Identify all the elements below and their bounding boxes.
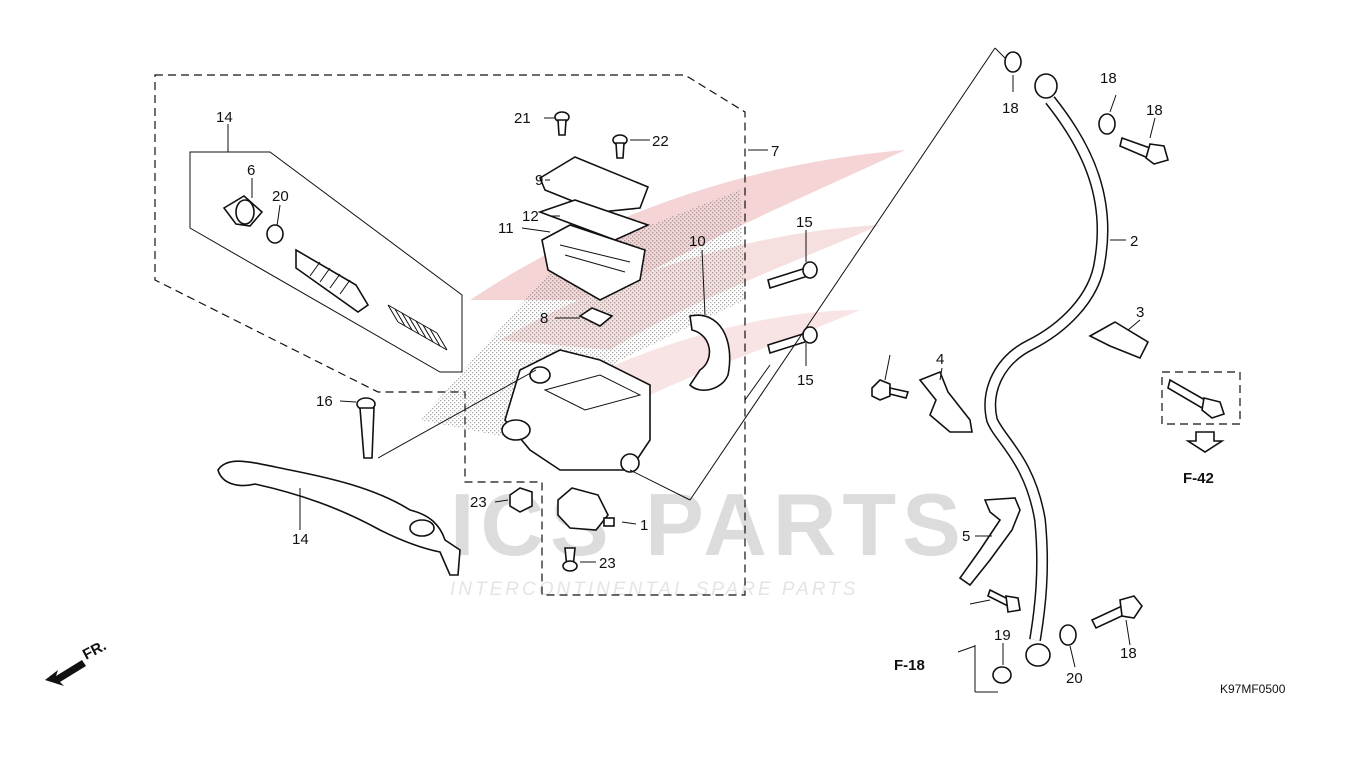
lever-nut-part (509, 487, 533, 513)
piston-boot-part (222, 195, 264, 227)
hose-guide-part (918, 370, 973, 433)
callout-18-lower-left: 19 (994, 627, 1011, 644)
callout-15-upper: 15 (796, 214, 813, 231)
callout-1: 1 (640, 517, 648, 534)
callout-17-upper: 18 (1146, 102, 1163, 119)
holder-bolt-upper-part (767, 261, 818, 290)
oil-bolt-lower-part (1090, 595, 1143, 630)
switch-screw-part (562, 547, 578, 572)
holder-bolt-lower-part (767, 326, 818, 355)
hose-stay-part (958, 497, 1021, 587)
callout-13: 14 (216, 109, 233, 126)
sealing-washer-upper-left (1004, 51, 1022, 73)
brake-hose-part (984, 73, 1109, 667)
callout-21: 23 (599, 555, 616, 572)
leader-lines (227, 47, 1156, 693)
watermark-tagline: INTERCONTINENTAL SPARE PARTS (450, 579, 858, 600)
callout-18-upper-left: 18 (1002, 100, 1019, 117)
callout-14: 14 (292, 531, 309, 548)
callout-10: 10 (689, 233, 706, 250)
sealing-washer-upper-right (1098, 113, 1116, 135)
diaphragm-plate-part (537, 199, 651, 241)
callout-9: 9 (535, 172, 543, 189)
callout-17-lower: 18 (1120, 645, 1137, 662)
brake-lever-pivot-hole (409, 519, 435, 537)
callout-12: 12 (522, 208, 539, 225)
guide-bolt-lower-part (987, 588, 1021, 613)
diagram-part-code: K97MF0500 (1220, 682, 1286, 696)
clamp-bolt-part (1167, 378, 1226, 419)
circlip-part (266, 224, 284, 244)
callout-3: 3 (1136, 304, 1144, 321)
callout-2: 2 (1130, 233, 1138, 250)
callout-5: 5 (962, 528, 970, 545)
master-cylinder-assembly-outline (154, 74, 746, 596)
callout-15-lower: 15 (797, 372, 814, 389)
master-cylinder-holder-part (688, 314, 731, 391)
brake-lever-part (217, 460, 461, 576)
sealing-washer-lower-right (1059, 624, 1077, 646)
piston-part (295, 248, 370, 313)
down-arrow-icon (1185, 431, 1225, 453)
cap-screw-right-part (612, 134, 628, 159)
brake-switch-part (557, 487, 615, 531)
callout-6: 6 (247, 162, 255, 179)
watermark-logo-text: ICS PARTS (450, 475, 967, 574)
callout-18-lower-right: 20 (1066, 670, 1083, 687)
callout-16: 16 (316, 393, 333, 410)
guide-bolt-upper-part (871, 379, 910, 401)
front-direction-arrow-icon (45, 660, 86, 686)
callout-19: 20 (272, 188, 289, 205)
callout-20-right: 22 (652, 133, 669, 150)
callout-4: 4 (936, 351, 944, 368)
clamp-bolt-outline (1161, 371, 1241, 425)
callout-labels: 14 6 20 21 22 7 9 12 11 8 10 15 15 16 14… (216, 70, 1163, 687)
callout-11: 11 (498, 220, 514, 237)
reference-f18: F-18 (894, 657, 925, 674)
master-cylinder-body-part (501, 349, 651, 473)
callout-7: 7 (771, 143, 779, 160)
callout-22: 23 (470, 494, 487, 511)
diaphragm-part (541, 224, 646, 301)
cap-screw-left-part (554, 111, 570, 136)
callout-8: 8 (540, 310, 548, 327)
hose-clamp-part (1088, 321, 1150, 360)
piston-set-outline (189, 151, 463, 373)
reference-f42: F-42 (1183, 470, 1214, 487)
reservoir-cap-part (538, 156, 650, 213)
sealing-washer-lower-left (992, 666, 1012, 684)
float-part (578, 307, 614, 327)
lever-pivot-bolt-part (356, 397, 376, 459)
callout-20-left: 21 (514, 110, 531, 127)
callout-18-upper-right: 18 (1100, 70, 1117, 87)
oil-bolt-upper-part (1119, 136, 1169, 165)
piston-spring-part (387, 304, 448, 351)
front-marker-label: FR. (80, 637, 109, 663)
